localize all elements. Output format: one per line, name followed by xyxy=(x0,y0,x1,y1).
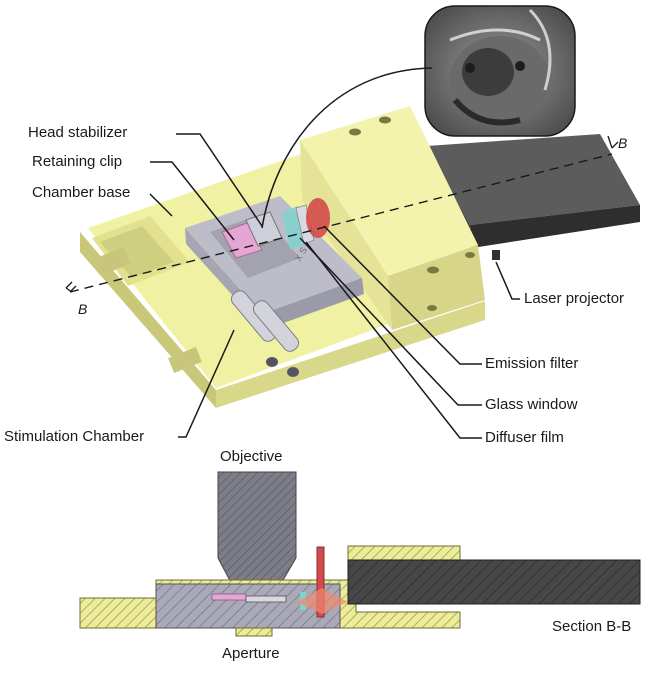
section-arrow-left xyxy=(65,281,73,293)
leader-laser-projector xyxy=(495,261,520,300)
objective-lens xyxy=(217,471,297,593)
screw-hole xyxy=(349,128,361,136)
leader-chamber-base xyxy=(149,193,173,217)
chamber-section xyxy=(155,583,341,629)
section-view xyxy=(79,471,641,637)
label-emission-filter: Emission filter xyxy=(485,355,579,372)
label-chamber-base: Chamber base xyxy=(32,184,131,201)
section-line xyxy=(69,153,613,293)
screw-hole xyxy=(427,266,439,274)
emission-filter xyxy=(306,198,330,238)
filter-section xyxy=(316,546,325,618)
projector-section xyxy=(347,559,641,605)
outlet-tube xyxy=(252,300,300,352)
screw-hole xyxy=(465,252,475,258)
leader-emission-filter xyxy=(323,225,482,365)
label-section-marker-left: B xyxy=(78,301,88,317)
projector-connector xyxy=(492,250,500,260)
leader-diffuser-film xyxy=(305,241,482,439)
label-stimulation-chamber: Stimulation Chamber xyxy=(4,428,145,445)
label-glass-window: Glass window xyxy=(485,396,578,413)
label-aperture: Aperture xyxy=(222,645,280,662)
screw-hole xyxy=(427,305,437,311)
label-retaining-clip: Retaining clip xyxy=(32,153,123,170)
aperture-opening xyxy=(235,627,273,637)
label-diffuser-film: Diffuser film xyxy=(485,429,564,446)
label-laser-projector: Laser projector xyxy=(524,290,625,307)
leader-stimulation-chamber xyxy=(178,329,235,438)
laser-beam xyxy=(296,588,348,614)
photo-leader xyxy=(261,67,433,229)
leader-retaining-clip xyxy=(150,161,235,241)
screw-hole xyxy=(379,116,391,124)
label-section-marker-right: B xyxy=(618,135,628,151)
specimen-photo xyxy=(424,5,576,137)
diffuser-film xyxy=(295,204,315,245)
section-arrow-right xyxy=(607,135,619,149)
leader-head-stabilizer xyxy=(176,133,263,227)
label-objective: Objective xyxy=(220,448,283,465)
leader-glass-window xyxy=(299,237,482,406)
label-section: Section B-B xyxy=(552,618,632,635)
label-head-stabilizer: Head stabilizer xyxy=(28,124,128,141)
leader-lines xyxy=(149,133,520,439)
